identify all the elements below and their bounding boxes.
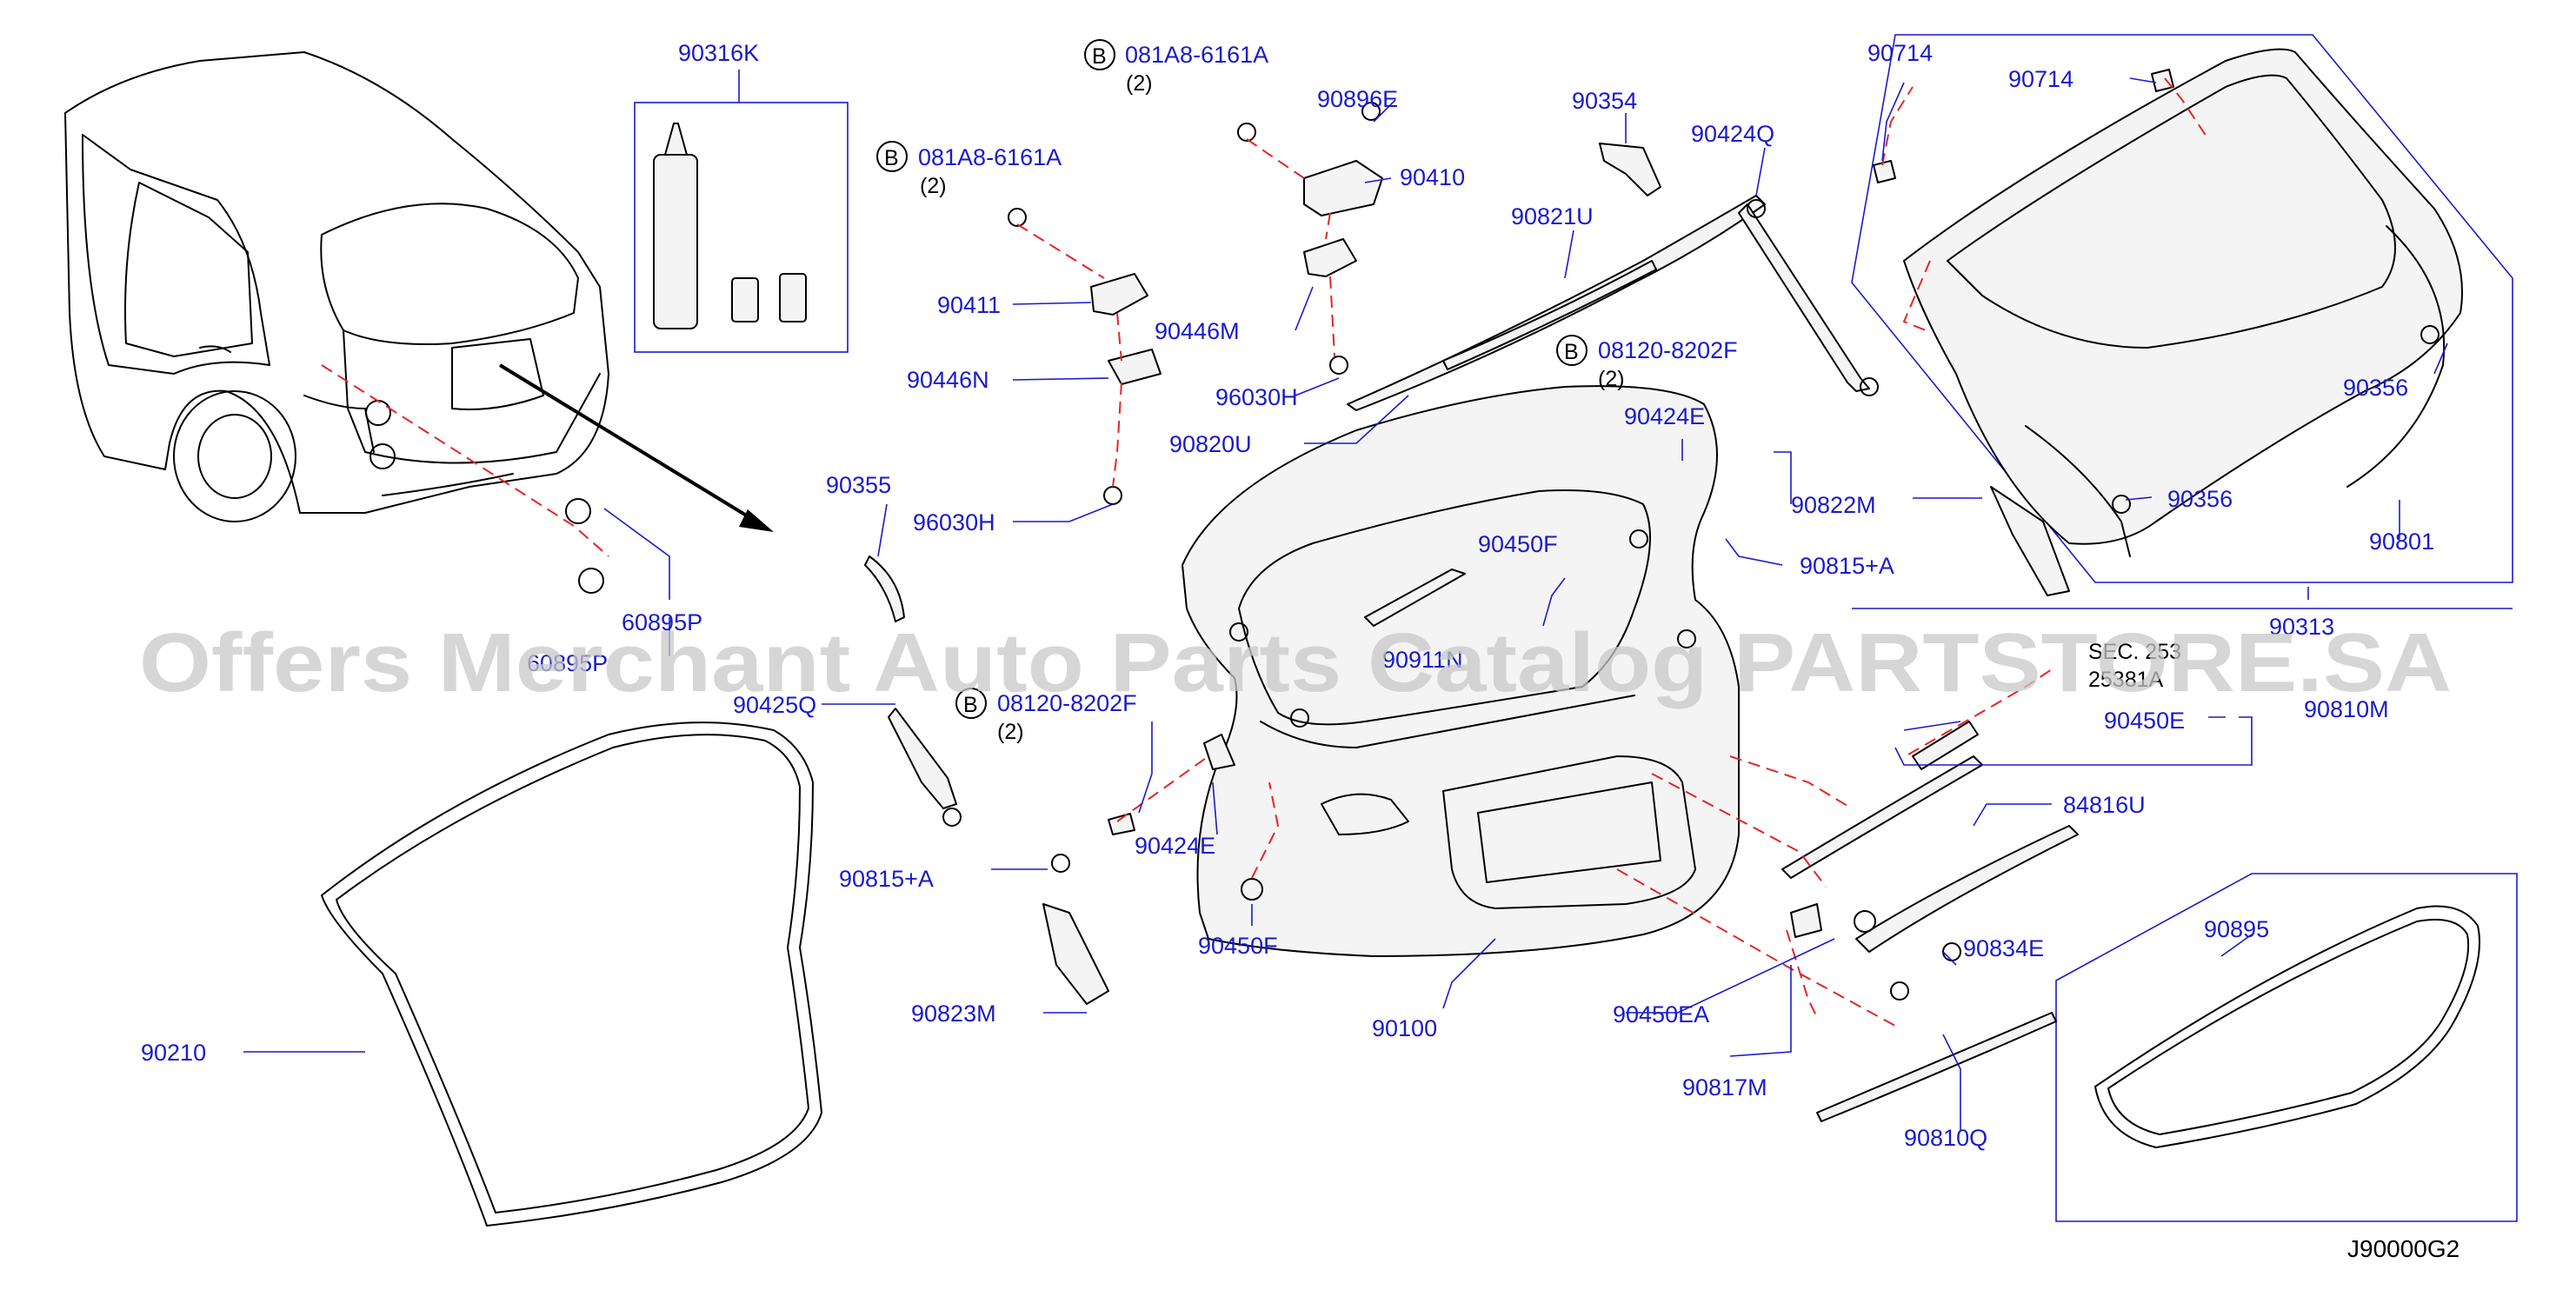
label-90424E: 90424E <box>1624 403 1705 429</box>
label-90450F: 90450F <box>1478 531 1558 557</box>
weatherstrip-90210 <box>321 721 822 1227</box>
cap-part <box>565 498 591 524</box>
leader-lines <box>603 77 2448 1130</box>
hinge-parts <box>1008 102 1383 505</box>
kit-90316K <box>634 70 849 353</box>
label-90410: 90410 <box>1400 164 1465 190</box>
label-081A8-6161A: 081A8-6161A <box>1125 42 1268 68</box>
label-90714: 90714 <box>1867 40 1933 66</box>
label-90446N: 90446N <box>907 367 989 393</box>
label-90355: 90355 <box>826 472 891 498</box>
label-90424E: 90424E <box>1135 833 1215 859</box>
callout-labels: 90316K B 081A8-6161A (2) B 081A8-6161A (… <box>141 40 2434 1151</box>
label-08120-8202F: 08120-8202F <box>997 690 1137 716</box>
label-90316K: 90316K <box>678 40 759 66</box>
diagram-reference-code: J90000G2 <box>2347 1235 2460 1262</box>
label-90356: 90356 <box>2167 486 2233 512</box>
label-60895P: 60895P <box>527 650 608 676</box>
label-081A8-6161A: 081A8-6161A <box>918 144 1062 170</box>
section-ref: SEC. 253 <box>2088 640 2181 664</box>
left-side-parts <box>864 555 1280 1005</box>
label-90450EA: 90450EA <box>1613 1001 1709 1027</box>
label-90815+A: 90815+A <box>1800 553 1894 579</box>
label-90313: 90313 <box>2269 614 2334 640</box>
label-96030H: 96030H <box>913 509 995 535</box>
gasket-90895 <box>2055 873 2518 1222</box>
label-96030H: 96030H <box>1215 384 1298 410</box>
label-90446M: 90446M <box>1155 318 1240 344</box>
watermark-text: Offers Merchant Auto Parts Catalog PARTS… <box>139 616 2452 709</box>
label-90817M: 90817M <box>1682 1074 1767 1100</box>
label-90810M: 90810M <box>2304 696 2389 722</box>
vehicle-illustration <box>64 51 609 522</box>
label-90895: 90895 <box>2204 916 2269 942</box>
label-90210: 90210 <box>141 1040 206 1066</box>
label-90911N: 90911N <box>1382 647 1463 673</box>
label-90815+A: 90815+A <box>839 866 934 892</box>
badge-b: B <box>1564 340 1579 364</box>
view-arrow <box>498 363 758 523</box>
badge-b: B <box>963 693 978 717</box>
label-60895P: 60895P <box>622 609 702 635</box>
qty-label: (2) <box>1126 71 1153 96</box>
qty-label: (2) <box>920 174 947 198</box>
label-90411: 90411 <box>937 292 1001 318</box>
label-08120-8202F: 08120-8202F <box>1598 337 1738 363</box>
label-90450E: 90450E <box>2104 708 2185 734</box>
label-90356: 90356 <box>2343 375 2408 401</box>
label-90810Q: 90810Q <box>1904 1125 1987 1151</box>
qty-label: (2) <box>1598 367 1625 391</box>
label-90425Q: 90425Q <box>733 692 816 718</box>
view-arrow-head <box>739 509 774 532</box>
section-ref-sub: 25381A <box>2088 668 2164 692</box>
label-90896E: 90896E <box>1317 86 1398 112</box>
label-90834E: 90834E <box>1963 935 2044 961</box>
label-90100: 90100 <box>1372 1015 1437 1041</box>
label-90354: 90354 <box>1572 88 1637 114</box>
badge-b: B <box>1092 44 1107 69</box>
label-90801: 90801 <box>2369 529 2434 555</box>
cap-dash <box>321 364 609 557</box>
label-84816U: 84816U <box>2063 792 2146 818</box>
badges <box>876 39 1588 719</box>
lower-right-parts <box>1616 486 2079 1122</box>
label-90820U: 90820U <box>1169 431 1252 457</box>
glass-90313 <box>1851 34 2513 583</box>
label-90821U: 90821U <box>1511 203 1594 229</box>
label-90714: 90714 <box>2008 66 2073 92</box>
back-door-90100 <box>1181 385 1740 957</box>
cap-part-2 <box>578 568 604 594</box>
label-90450F: 90450F <box>1198 933 1278 959</box>
label-90424Q: 90424Q <box>1691 121 1774 147</box>
label-90823M: 90823M <box>911 1001 996 1027</box>
qty-label: (2) <box>997 720 1024 744</box>
label-90822M: 90822M <box>1791 492 1876 518</box>
spoiler-parts <box>1347 143 1879 411</box>
badge-b: B <box>884 146 899 170</box>
